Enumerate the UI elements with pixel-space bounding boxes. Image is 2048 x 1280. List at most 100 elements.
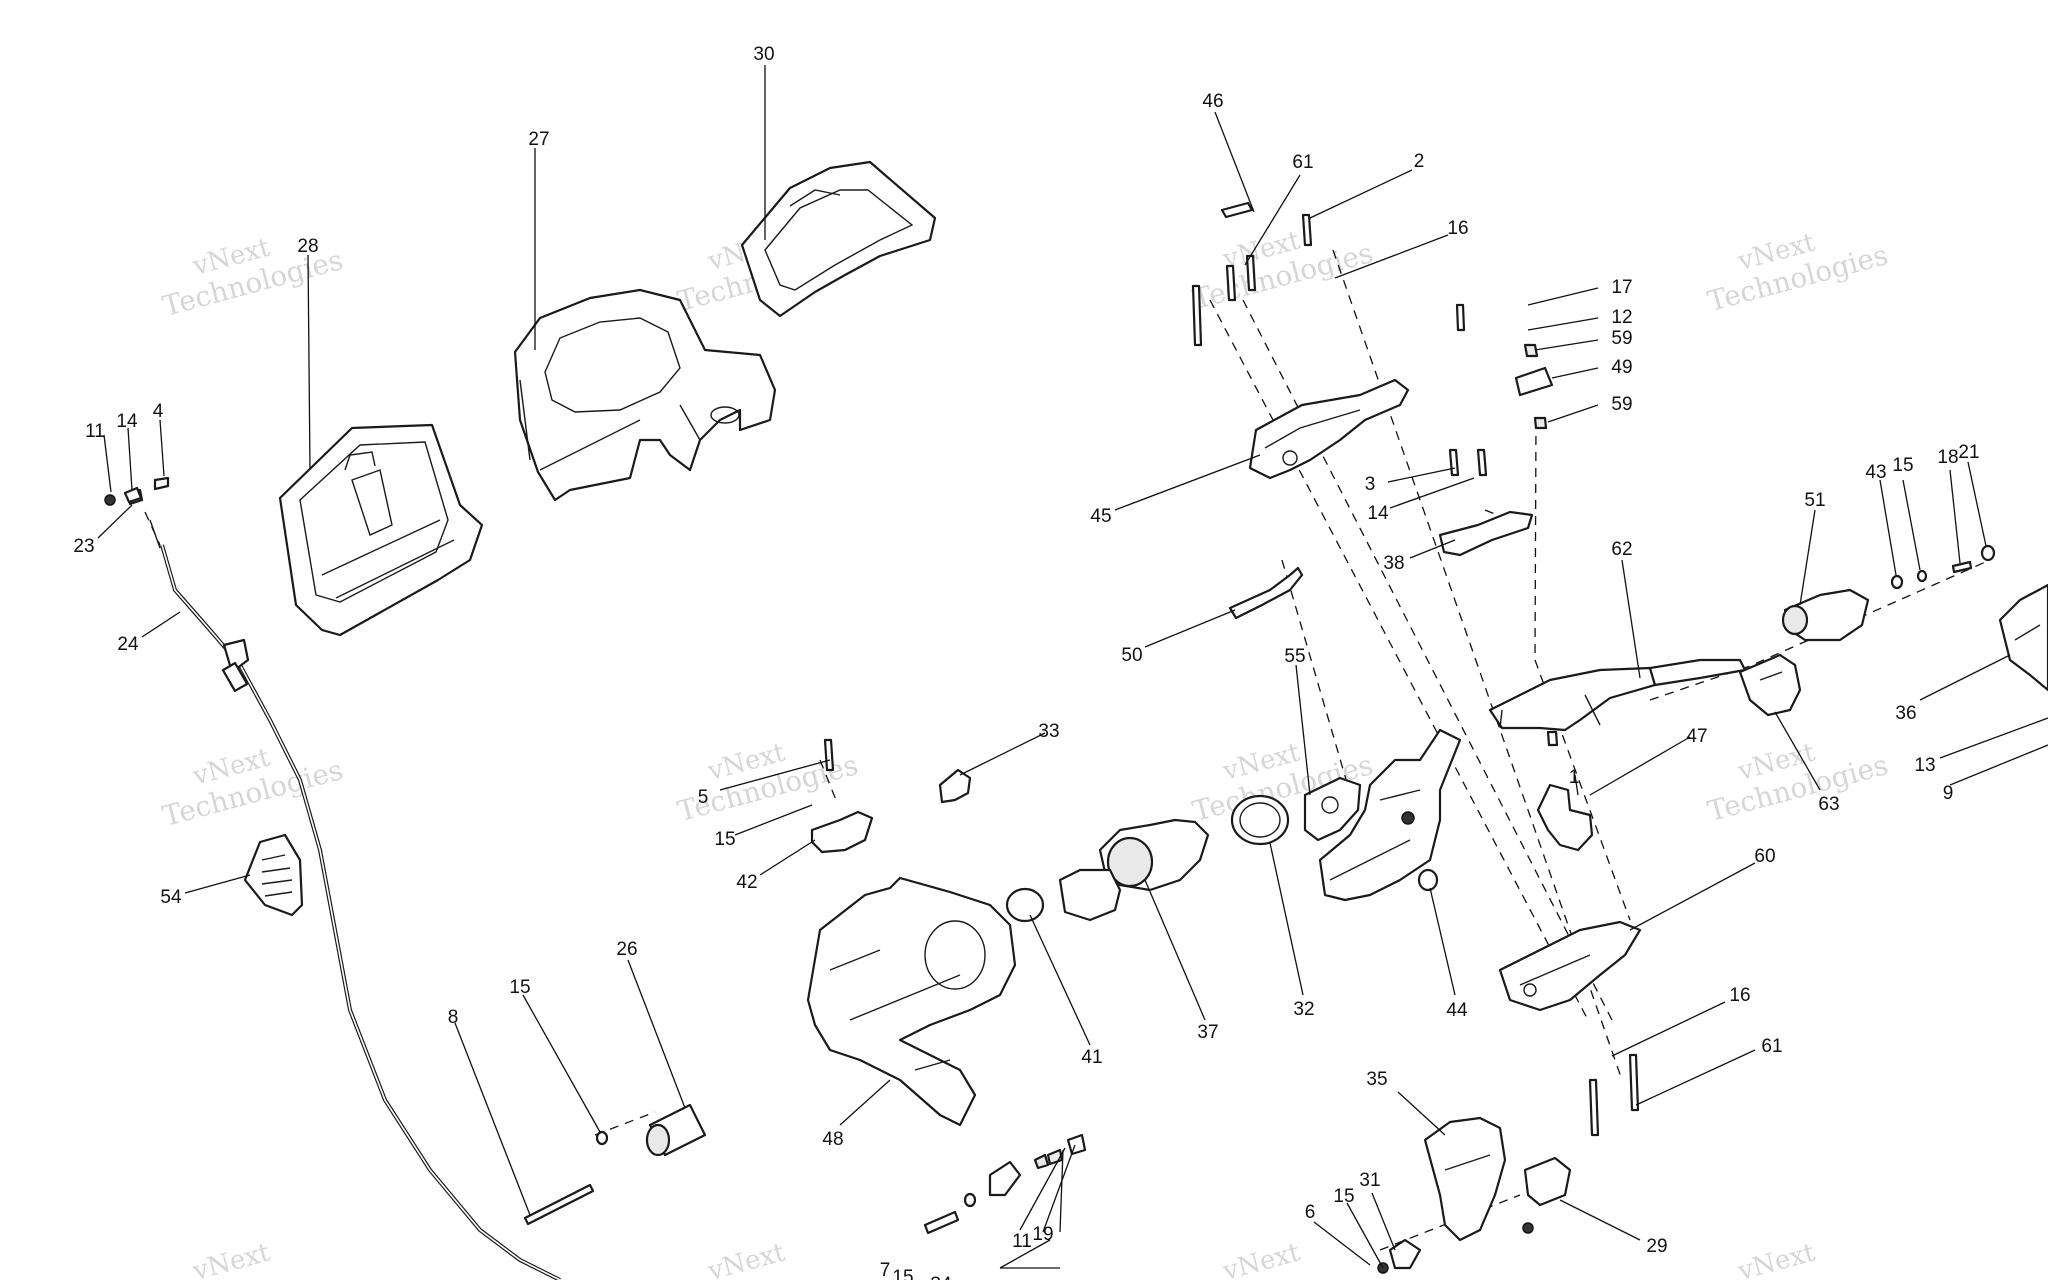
axis-line <box>1649 559 1991 701</box>
callout-21: 21 <box>1958 442 1979 463</box>
callout-63: 63 <box>1818 794 1839 815</box>
callout-26: 26 <box>616 939 637 960</box>
part-41-ring <box>1005 887 1045 923</box>
callout-3: 3 <box>1365 474 1376 495</box>
watermark-line1: vNext <box>1219 1237 1304 1280</box>
part-45-upper-bracket <box>1248 378 1410 480</box>
part-switch-housing <box>1318 728 1462 902</box>
watermark: vNext Technologies <box>1189 225 1377 316</box>
watermark: vNext Technologies <box>1704 227 1892 318</box>
callout-11: 11 <box>85 421 105 442</box>
callout-33: 33 <box>1038 721 1059 742</box>
watermark-line1: vNext <box>704 1237 789 1280</box>
callout-4: 4 <box>153 401 164 422</box>
part-29-clip <box>1522 1156 1572 1234</box>
callout-35: 35 <box>1366 1069 1387 1090</box>
callout-15: 15 <box>714 829 735 850</box>
part-36-handle <box>1998 583 2048 692</box>
callout-38: 38 <box>1383 553 1404 574</box>
callout-15: 15 <box>1333 1186 1354 1207</box>
watermark: vNext <box>704 1237 789 1280</box>
callout-45: 45 <box>1090 506 1111 527</box>
part-47-bracket <box>1536 730 1594 852</box>
watermark: vNext Technologies <box>159 742 347 833</box>
part-8-rod <box>523 1130 609 1226</box>
callout-48: 48 <box>822 1129 843 1150</box>
part-30-bezel <box>740 160 937 318</box>
axis-line <box>1534 419 1631 921</box>
callout-30: 30 <box>753 44 774 65</box>
axis-line <box>1281 559 1353 801</box>
callout-29: 29 <box>1646 1236 1667 1257</box>
leader-lines <box>97 65 2048 1269</box>
watermark: vNext Technologies <box>1704 737 1892 828</box>
callout-55: 55 <box>1284 646 1305 667</box>
callout-62: 62 <box>1611 539 1632 560</box>
part-51-knob <box>1781 588 1870 642</box>
callout-51: 51 <box>1804 490 1825 511</box>
callout-1: 1 <box>1569 767 1580 788</box>
callout-11: 11 <box>1012 1231 1032 1252</box>
callout-12: 12 <box>1611 307 1632 328</box>
callout-43: 43 <box>1865 462 1886 483</box>
callout-15: 15 <box>509 977 530 998</box>
callout-16: 16 <box>1729 985 1750 1006</box>
callout-15: 15 <box>892 1267 913 1280</box>
callout-37: 37 <box>1197 1022 1218 1043</box>
watermark: vNext <box>1734 1237 1819 1280</box>
part-33-bracket <box>938 768 972 804</box>
part-42-clamp <box>810 738 874 854</box>
callout-27: 27 <box>528 129 549 150</box>
part-37-barrel <box>1058 818 1210 922</box>
callout-54: 54 <box>160 887 182 908</box>
callout-49: 49 <box>1611 357 1632 378</box>
axis-line <box>1209 299 1589 1021</box>
watermark: vNext <box>189 1237 274 1280</box>
part-48-column-housing <box>806 876 1017 1127</box>
callout-13: 13 <box>1914 755 1935 776</box>
part-54-grommet <box>243 833 304 917</box>
callout-46: 46 <box>1202 91 1223 112</box>
callout-34: 34 <box>930 1274 952 1280</box>
callout-44: 44 <box>1446 1000 1468 1021</box>
callout-42: 42 <box>736 872 757 893</box>
part-44-washer <box>1417 868 1439 892</box>
watermark-line1: vNext <box>1734 1237 1819 1280</box>
callout-9: 9 <box>1943 783 1954 804</box>
callout-15: 15 <box>1892 455 1913 476</box>
part-28-tray <box>278 423 484 637</box>
part-62-shaft <box>1488 658 1747 732</box>
callout-2: 2 <box>1414 151 1425 172</box>
part-hardware-right <box>1890 544 1996 590</box>
callout-61: 61 <box>1761 1036 1782 1057</box>
callout-19: 19 <box>1032 1224 1053 1245</box>
part-63-switch <box>1738 653 1802 717</box>
callout-41: 41 <box>1081 1047 1102 1068</box>
axis-line <box>594 1111 656 1136</box>
callout-60: 60 <box>1754 846 1775 867</box>
part-55-plate <box>1303 776 1362 842</box>
part-60-lower-bracket <box>1498 920 1642 1012</box>
callout-8: 8 <box>448 1007 459 1028</box>
part-50-lever <box>1228 566 1304 620</box>
watermark-line1: vNext <box>189 1237 274 1280</box>
callout-5: 5 <box>698 787 709 808</box>
part-24-cable <box>104 476 561 1280</box>
callout-14: 14 <box>116 411 138 432</box>
part-27-shroud <box>513 288 777 502</box>
callout-31: 31 <box>1359 1170 1380 1191</box>
callout-47: 47 <box>1686 726 1707 747</box>
callout-16: 16 <box>1447 218 1468 239</box>
part-26-bushing <box>645 1103 707 1157</box>
callout-59: 59 <box>1611 394 1632 415</box>
callout-36: 36 <box>1895 703 1916 724</box>
callout-18: 18 <box>1937 447 1958 468</box>
callout-17: 17 <box>1611 277 1632 298</box>
part-35-lower-bracket <box>1423 1116 1507 1242</box>
callout-6: 6 <box>1305 1202 1316 1223</box>
part-61-lower-bolts <box>1588 1053 1640 1137</box>
watermark: vNext <box>1219 1237 1304 1280</box>
part-32-ring <box>1230 794 1290 846</box>
axis-line <box>819 759 837 801</box>
